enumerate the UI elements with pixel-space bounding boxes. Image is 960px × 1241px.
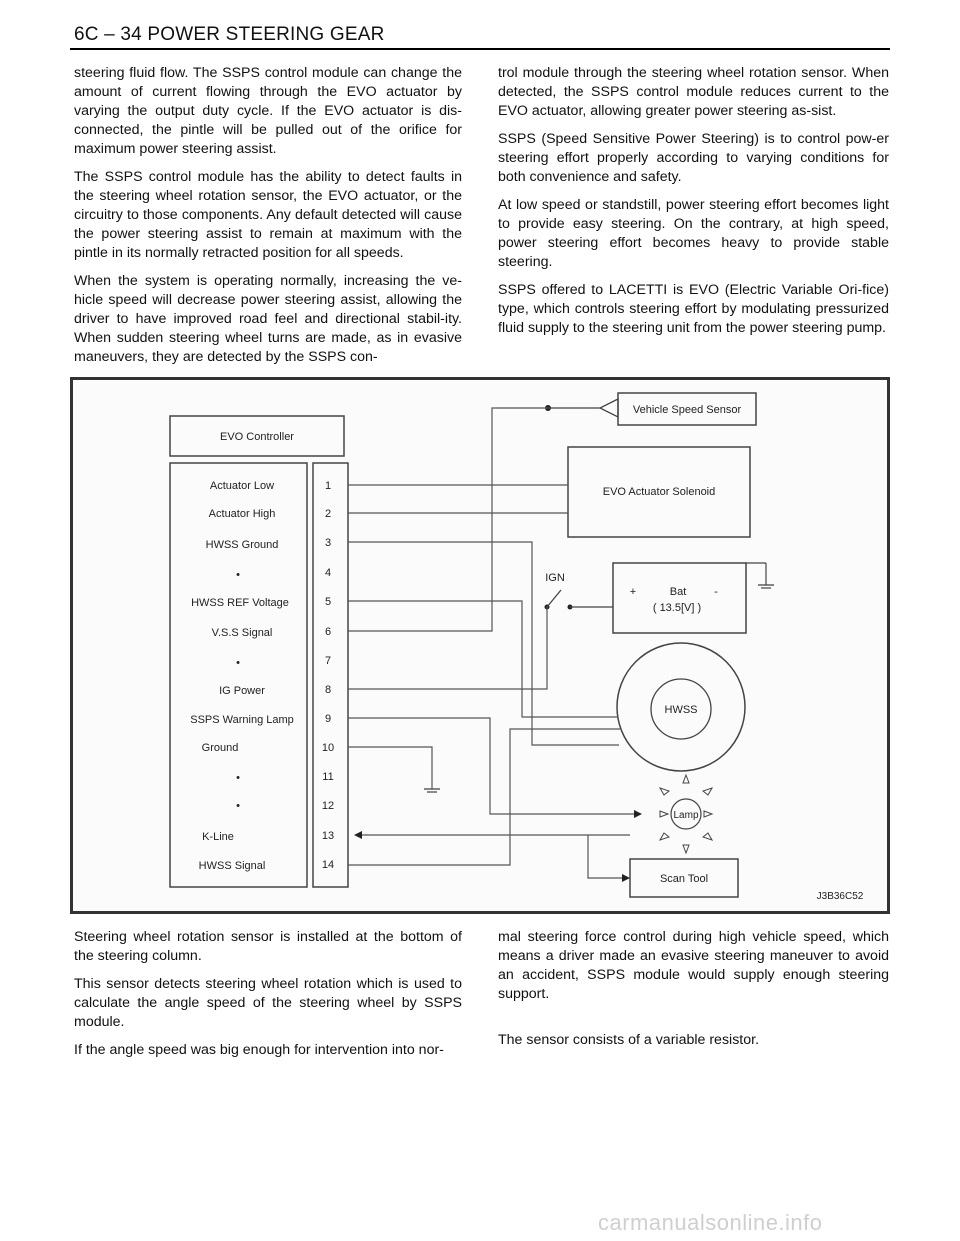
paragraph: The sensor consists of a variable resist… (498, 1032, 760, 1048)
pin-label-box (169, 462, 308, 888)
sensor-arrow-icon (598, 397, 619, 419)
paragraph: trol module through the steering wheel r… (498, 65, 889, 119)
paragraph: The SSPS control module has the ability … (74, 169, 462, 261)
controller-label: EVO Controller (220, 431, 294, 443)
pin-label: SSPS Warning Lamp (190, 714, 294, 726)
pin-label: • (236, 569, 240, 581)
pin-label: V.S.S Signal (212, 627, 273, 639)
pin-label: HWSS Signal (199, 860, 266, 872)
paragraph: At low speed or standstill, power steeri… (498, 197, 889, 270)
pin-label: Actuator Low (210, 480, 274, 492)
pin-number: 13 (322, 830, 334, 842)
lamp-label: Lamp (673, 810, 698, 821)
hwss-outer-circle (616, 642, 746, 772)
pin-number: 11 (322, 771, 333, 783)
paragraph: steering fluid flow. The SSPS control mo… (74, 65, 462, 157)
paragraph: SSPS offered to LACETTI is EVO (Electric… (498, 282, 889, 336)
battery-box (612, 562, 747, 634)
scan-tool-label: Scan Tool (660, 873, 708, 885)
text-column-bottom-left: Steering wheel rotation sensor is instal… (74, 928, 462, 1069)
hwss-inner-circle (650, 678, 712, 740)
pin-number: 3 (325, 537, 331, 549)
battery-minus: - (714, 586, 718, 598)
wires (348, 407, 634, 879)
pin-number: 5 (325, 596, 331, 608)
pin-number: 1 (325, 480, 331, 492)
pin-number: 9 (325, 713, 331, 725)
pin-number: 7 (325, 655, 331, 667)
page-title: 6C – 34 POWER STEERING GEAR (74, 24, 385, 45)
battery-plus: + (630, 586, 636, 598)
wiring-diagram: EVO Controller Actuator Low Actuator Hig… (70, 377, 890, 914)
pin-number: 6 (325, 626, 331, 638)
paragraph: SSPS (Speed Sensitive Power Steering) is… (498, 131, 889, 185)
battery-voltage: ( 13.5[V] ) (653, 602, 701, 614)
ign-switch-icon (546, 589, 562, 608)
vehicle-speed-sensor-label: Vehicle Speed Sensor (633, 404, 742, 416)
pin-label: HWSS Ground (206, 539, 279, 551)
diagram-frame (70, 377, 890, 914)
pin-label: • (236, 772, 240, 784)
lamp-rays-icon (658, 773, 714, 855)
pin-label: • (236, 800, 240, 812)
pin-label: • (236, 657, 240, 669)
controller-box (169, 415, 345, 457)
battery-label: Bat (670, 586, 687, 598)
pin-number: 10 (322, 742, 334, 754)
arrow-icon (634, 810, 642, 818)
pin-number: 12 (322, 800, 334, 812)
text-column-top-left: steering fluid flow. The SSPS control mo… (74, 64, 462, 376)
arrow-icon (622, 874, 630, 882)
page-header: 6C – 34 POWER STEERING GEAR (70, 22, 890, 50)
pin-number: 14 (322, 859, 334, 871)
paragraph: This sensor detects steering wheel rotat… (74, 976, 462, 1030)
pin-number: 4 (325, 567, 331, 579)
arrow-icon (354, 831, 362, 839)
text-column-top-right: trol module through the steering wheel r… (498, 64, 889, 347)
watermark: carmanualsonline.info (598, 1210, 823, 1235)
pin-label: Ground (202, 742, 239, 754)
actuator-solenoid-label: EVO Actuator Solenoid (603, 486, 716, 498)
text-column-bottom-right: mal steering force control during high v… (498, 928, 889, 1059)
pin-number: 8 (325, 684, 331, 696)
paragraph: Steering wheel rotation sensor is instal… (74, 929, 462, 964)
lamp-icon (670, 798, 702, 830)
actuator-solenoid-box (567, 446, 751, 538)
pin-labels: Actuator Low Actuator High HWSS Ground •… (190, 480, 294, 872)
pin-label: IG Power (219, 685, 265, 697)
wiring-diagram-svg: EVO Controller Actuator Low Actuator Hig… (70, 377, 890, 914)
pin-number-box (312, 462, 349, 888)
ign-label: IGN (545, 572, 565, 584)
paragraph: mal steering force control during high v… (498, 929, 889, 1002)
paragraph: If the angle speed was big enough for in… (74, 1042, 444, 1058)
pin-label: Actuator High (209, 508, 276, 520)
figure-code: J3B36C52 (817, 891, 864, 902)
pin-label: K-Line (202, 831, 234, 843)
paragraph: When the system is operating normally, i… (74, 273, 462, 365)
hwss-label: HWSS (665, 704, 698, 716)
pin-numbers: 1 2 3 4 5 6 7 8 9 10 11 12 13 14 (322, 480, 334, 871)
pin-number: 2 (325, 508, 331, 520)
pin-label: HWSS REF Voltage (191, 597, 289, 609)
